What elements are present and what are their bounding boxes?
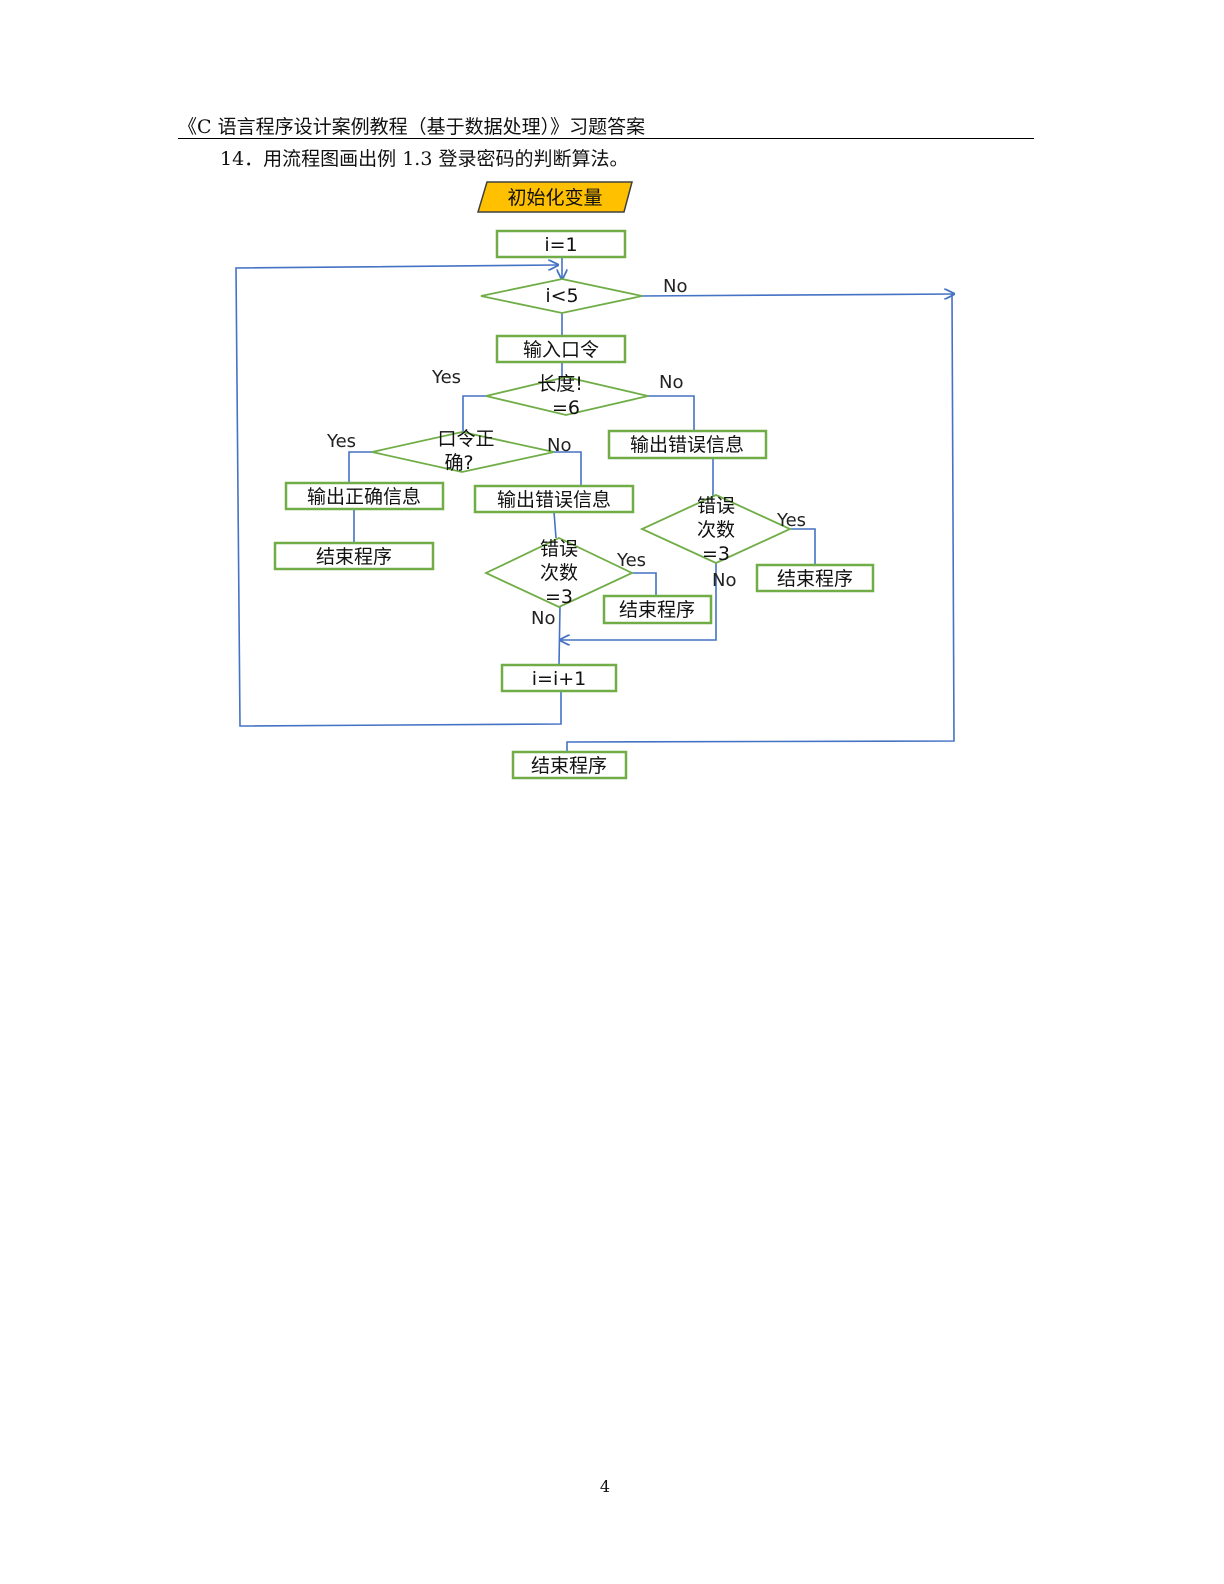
label-pwd-no: No xyxy=(547,435,571,456)
edge-pwd-yes xyxy=(348,451,372,484)
edge-pwd-no xyxy=(554,451,582,486)
node-end-err-right-text: 结束程序 xyxy=(777,568,853,590)
node-err-count-left-text-1: 错误 xyxy=(540,538,578,560)
node-err-count-right: 错误 次数 =3 xyxy=(639,494,793,565)
label-err-left-no: No xyxy=(531,608,555,629)
node-len-check-text-1: 长度! xyxy=(537,373,583,395)
page-number: 4 xyxy=(599,1477,611,1496)
edge-len-yes xyxy=(462,395,486,440)
node-init-text: 初始化变量 xyxy=(507,187,602,209)
node-pwd-correct-text-1: 口令正 xyxy=(437,428,494,450)
node-init: 初始化变量 xyxy=(476,181,633,213)
edge-countright-no xyxy=(560,563,717,640)
node-err-count-left: 错误 次数 =3 xyxy=(483,537,635,608)
node-end-success: 结束程序 xyxy=(273,541,435,571)
label-err-right-yes: Yes xyxy=(776,510,806,531)
node-out-error-left-text: 输出错误信息 xyxy=(497,489,611,511)
edge-loop-no xyxy=(639,294,954,296)
node-input-pwd-text: 输入口令 xyxy=(523,339,599,361)
node-end-err-right: 结束程序 xyxy=(755,563,875,593)
node-pwd-correct-text-2: 确? xyxy=(444,452,473,474)
node-out-error-right-text: 输出错误信息 xyxy=(630,434,744,456)
node-loop-cond: i<5 xyxy=(480,278,643,314)
document-header: 《C 语言程序设计案例教程（基于数据处理）》习题答案 xyxy=(178,116,1034,139)
node-assign-text: i=1 xyxy=(544,234,577,256)
node-out-error-right: 输出错误信息 xyxy=(607,429,768,460)
edge-loop-exit-to-end xyxy=(566,293,955,752)
node-err-count-right-text-1: 错误 xyxy=(697,495,735,517)
question-text: 14．用流程图画出例 1.3 登录密码的判断算法。 xyxy=(220,148,629,170)
node-end-final-text: 结束程序 xyxy=(531,755,607,777)
node-pwd-correct: 口令正 确? xyxy=(371,428,555,474)
node-err-count-left-text-3: =3 xyxy=(545,586,573,608)
label-pwd-yes: Yes xyxy=(326,431,356,452)
node-err-count-right-text-3: =3 xyxy=(702,543,730,565)
label-err-left-yes: Yes xyxy=(616,550,646,571)
node-increment-text: i=i+1 xyxy=(532,668,587,690)
node-increment: i=i+1 xyxy=(500,663,618,693)
node-end-final: 结束程序 xyxy=(511,750,628,780)
label-loop-no: No xyxy=(663,276,687,297)
label-len-no: No xyxy=(659,372,683,393)
edge-countright-yes xyxy=(790,528,816,565)
node-assign: i=1 xyxy=(495,229,627,259)
node-out-correct: 输出正确信息 xyxy=(284,481,445,511)
node-input-pwd: 输入口令 xyxy=(495,334,627,364)
label-len-yes: Yes xyxy=(431,367,461,388)
edge-len-no xyxy=(648,395,695,432)
node-end-success-text: 结束程序 xyxy=(316,546,392,568)
node-end-err-left-text: 结束程序 xyxy=(619,599,695,621)
node-loop-cond-text: i<5 xyxy=(545,285,578,307)
edge-loop-back xyxy=(235,265,562,727)
node-end-err-left: 结束程序 xyxy=(602,594,713,625)
node-out-error-left: 输出错误信息 xyxy=(473,484,635,514)
connectors xyxy=(235,257,955,752)
edge-countleft-yes xyxy=(630,572,657,596)
node-out-correct-text: 输出正确信息 xyxy=(307,486,421,508)
node-len-check: 长度! =6 xyxy=(485,373,649,419)
node-err-count-right-text-2: 次数 xyxy=(697,519,735,541)
label-err-right-no: No xyxy=(712,570,736,591)
header-title: 《C 语言程序设计案例教程（基于数据处理）》习题答案 xyxy=(178,116,646,138)
node-len-check-text-2: =6 xyxy=(552,397,580,419)
node-err-count-left-text-2: 次数 xyxy=(540,562,578,584)
edge-countleft-no xyxy=(558,605,561,666)
edge-errleft-to-count xyxy=(553,511,557,539)
branch-labels: No Yes No Yes No Yes Yes No No xyxy=(326,276,806,629)
